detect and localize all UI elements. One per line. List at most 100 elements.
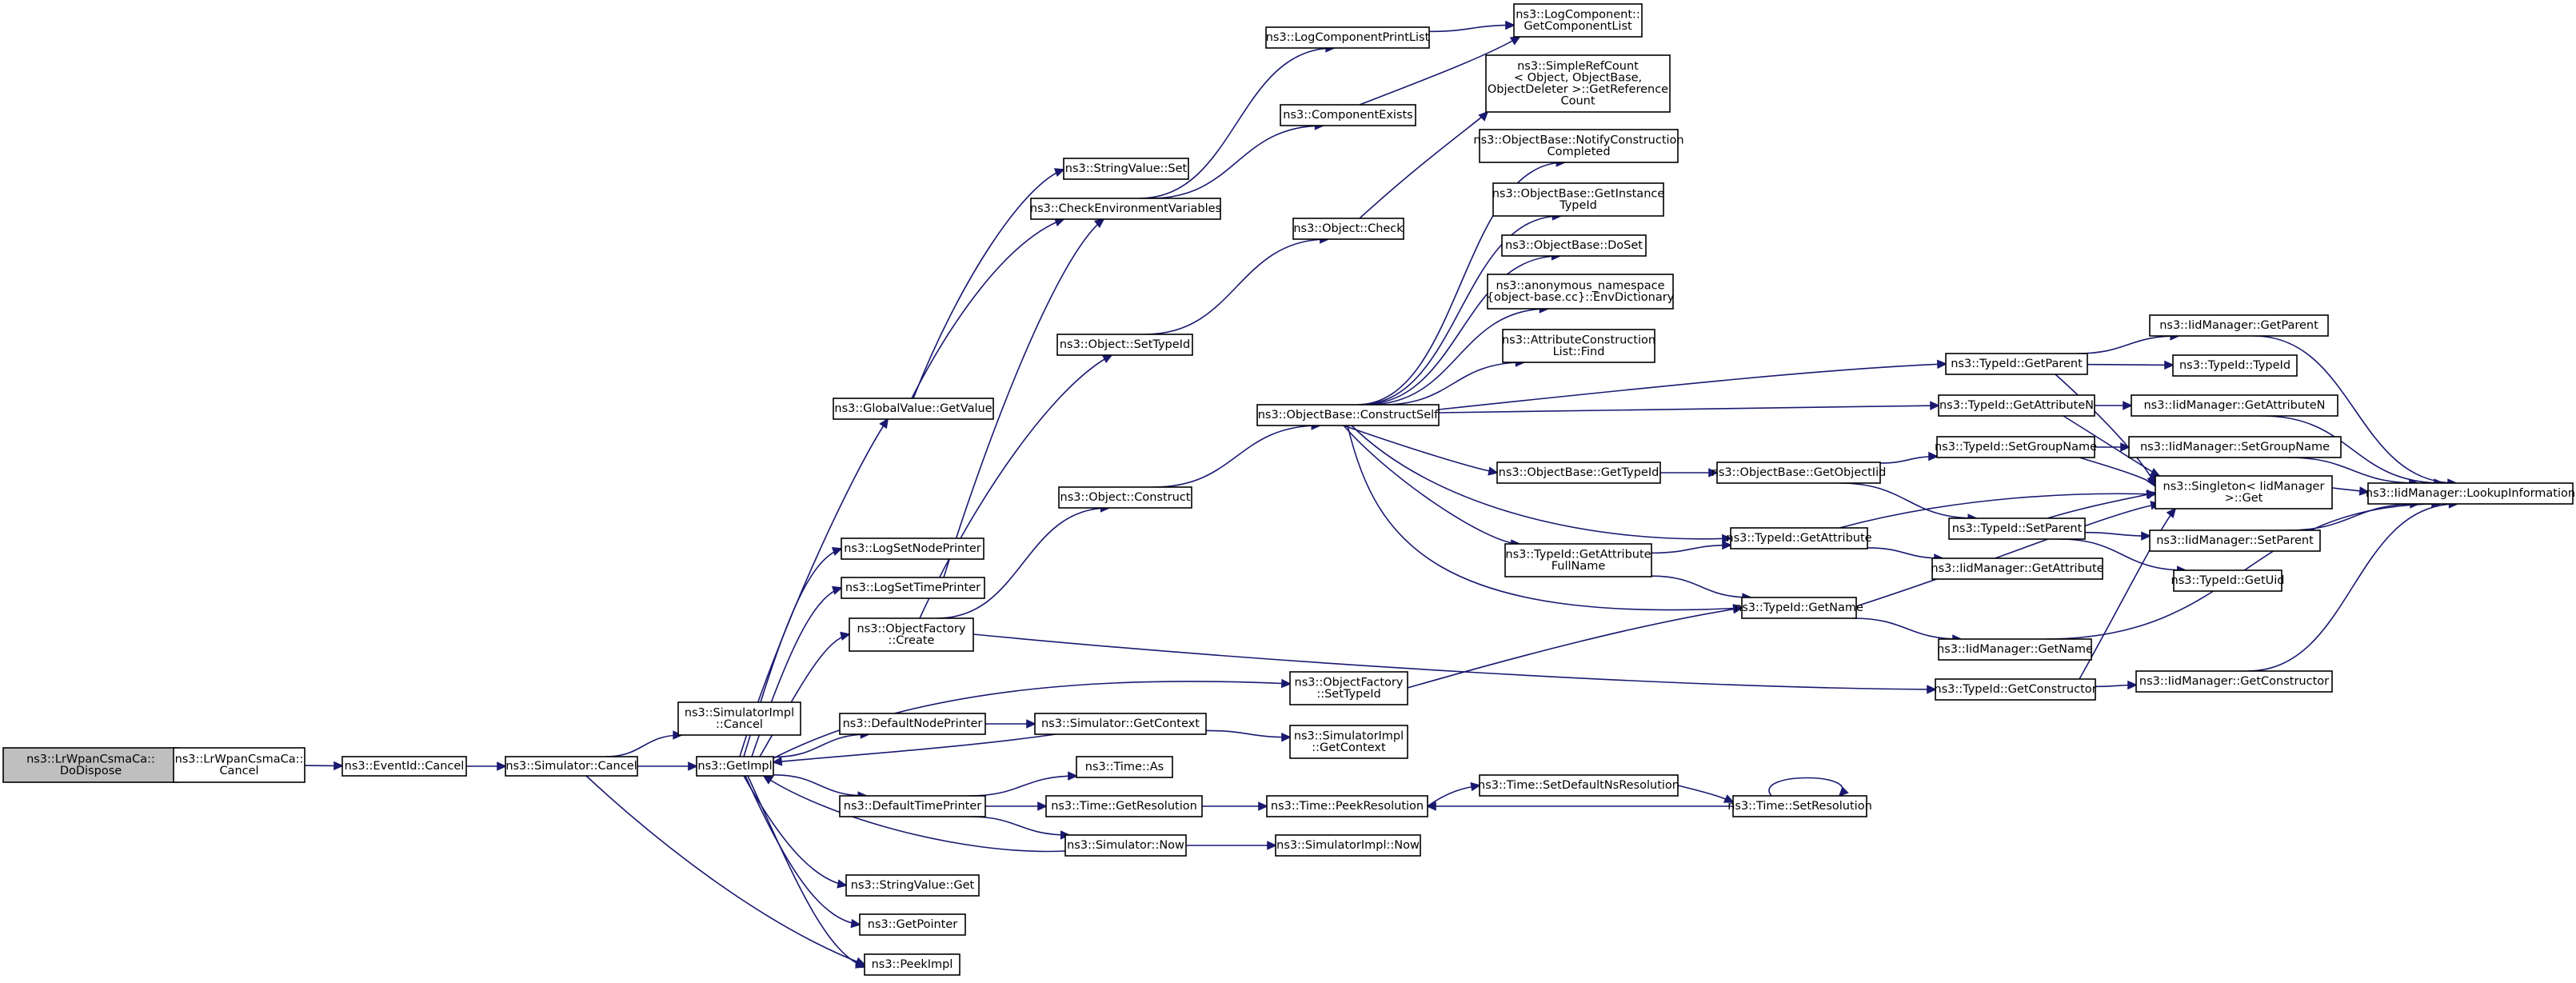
node-sim-cancel[interactable]: ns3::Simulator::Cancel	[505, 756, 638, 777]
node-time-setres[interactable]: ns3::Time::SetResolution	[1727, 795, 1872, 817]
edge-time_setdefaultns-to-time_setres	[1677, 785, 1735, 803]
node-ob-doset[interactable]: ns3::ObjectBase::DoSet	[1501, 234, 1647, 257]
node-simimpl-cancel[interactable]: ns3::SimulatorImpl::Cancel	[677, 701, 801, 736]
edge-tid_setparent-to-singleton_get	[2047, 490, 2157, 519]
arrowhead-icon	[1488, 466, 1499, 476]
node-label: ns3::IidManager::LookupInformation	[2366, 487, 2575, 500]
edge-line	[605, 734, 682, 757]
edge-gv_getvalue-to-checkenv	[911, 218, 1065, 399]
node-box	[2128, 436, 2342, 458]
node-singleton-get[interactable]: ns3::Singleton< IidManager>::Get	[2155, 475, 2333, 509]
node-obj-check[interactable]: ns3::Object::Check	[1292, 218, 1404, 240]
node-iid-setparent[interactable]: ns3::IidManager::SetParent	[2149, 529, 2321, 552]
node-ob-gettypeid[interactable]: ns3::ObjectBase::GetTypeId	[1496, 462, 1661, 484]
node-label: ns3::Time::As	[1085, 761, 1164, 773]
node-getimpl[interactable]: ns3::GetImpl	[696, 756, 774, 777]
node-iid-lookup[interactable]: ns3::IidManager::LookupInformation	[2366, 482, 2575, 505]
node-logcomp-getlist[interactable]: ns3::LogComponent::GetComponentList	[1513, 3, 1643, 38]
edge-line	[943, 218, 1104, 578]
node-deftimeprinter[interactable]: ns3::DefaultTimePrinter	[839, 795, 986, 817]
node-checkenv[interactable]: ns3::CheckEnvironmentVariables	[1030, 198, 1221, 220]
node-root[interactable]: ns3::LrWpanCsmaCa::DoDispose	[2, 747, 179, 783]
node-box	[1058, 486, 1192, 509]
edge-sim_now-to-simimpl_now	[1186, 841, 1277, 850]
node-sim-getcontext[interactable]: ns3::Simulator::GetContext	[1034, 713, 1207, 735]
edge-tid_setgroupname-to-iid_setgroupname	[2094, 442, 2131, 452]
node-obj-settypeid[interactable]: ns3::Object::SetTypeId	[1056, 334, 1193, 356]
node-ob-constructself[interactable]: ns3::ObjectBase::ConstructSelf	[1256, 404, 1440, 426]
edge-line	[911, 218, 1064, 399]
edge-line	[1139, 47, 1335, 199]
node-tid-getattrn[interactable]: ns3::TypeId::GetAttributeN	[1938, 394, 2095, 417]
node-label: {object-base.cc}::EnvDictionary	[1487, 291, 1675, 304]
arrowhead-icon	[1426, 801, 1436, 811]
node-logsettime[interactable]: ns3::LogSetTimePrinter	[841, 577, 985, 599]
edge-tid_getattribute-to-iid_getattribute	[1867, 547, 1945, 563]
node-ob-getobjectiid[interactable]: ns3::ObjectBase::GetObjectIid	[1711, 462, 1887, 484]
node-tid-setparent[interactable]: ns3::TypeId::SetParent	[1948, 517, 2086, 540]
node-iid-setgroupname[interactable]: ns3::IidManager::SetGroupName	[2128, 436, 2342, 458]
node-defnodeprinter[interactable]: ns3::DefaultNodePrinter	[839, 713, 986, 735]
edge-line	[919, 354, 1112, 619]
node-time-getres[interactable]: ns3::Time::GetResolution	[1045, 795, 1203, 817]
node-obj-construct[interactable]: ns3::Object::Construct	[1058, 486, 1192, 509]
node-label: ns3::Simulator::GetContext	[1041, 717, 1200, 730]
node-anon-envdict[interactable]: ns3::anonymous_namespace{object-base.cc}…	[1487, 274, 1675, 310]
node-tid-getuid[interactable]: ns3::TypeId::GetUid	[2171, 569, 2285, 592]
node-cancel[interactable]: ns3::LrWpanCsmaCa::Cancel	[173, 747, 306, 783]
node-tid-getname[interactable]: ns3::TypeId::GetName	[1735, 597, 1863, 619]
node-tid-typeid[interactable]: ns3::TypeId::TypeId	[2172, 354, 2298, 377]
node-time-peekres[interactable]: ns3::Time::PeekResolution	[1266, 795, 1428, 817]
node-logsetnode[interactable]: ns3::LogSetNodePrinter	[841, 537, 984, 560]
node-iid-getname[interactable]: ns3::IidManager::GetName	[1937, 638, 2093, 661]
node-tid-setgroupname[interactable]: ns3::TypeId::SetGroupName	[1935, 436, 2097, 458]
node-sv-set[interactable]: ns3::StringValue::Set	[1063, 158, 1189, 180]
node-box	[2149, 314, 2329, 337]
edge-getimpl-to-of_settypeid	[773, 678, 1292, 759]
node-iid-getparent[interactable]: ns3::IidManager::GetParent	[2149, 314, 2329, 337]
node-simplerefcount[interactable]: ns3::SimpleRefCount< Object, ObjectBase,…	[1485, 54, 1671, 113]
node-gv-getvalue[interactable]: ns3::GlobalValue::GetValue	[833, 398, 994, 420]
node-eventid-cancel[interactable]: ns3::EventId::Cancel	[341, 756, 467, 777]
node-tid-getparent[interactable]: ns3::TypeId::GetParent	[1945, 353, 2088, 375]
node-tid-getattribute[interactable]: ns3::TypeId::GetAttribute	[1726, 527, 1872, 549]
node-getpointer[interactable]: ns3::GetPointer	[859, 913, 966, 936]
edge-line	[1359, 215, 1561, 406]
node-of-create[interactable]: ns3::ObjectFactory::Create	[849, 617, 974, 652]
edge-line	[2287, 457, 2418, 484]
node-of-settypeid[interactable]: ns3::ObjectFactory::SetTypeId	[1289, 671, 1408, 705]
edge-line	[1356, 162, 1565, 406]
node-box	[841, 537, 984, 560]
node-sim-now[interactable]: ns3::Simulator::Now	[1064, 834, 1187, 857]
node-time-setdefaultns[interactable]: ns3::Time::SetDefaultNsResolution	[1478, 774, 1679, 797]
node-compexists[interactable]: ns3::ComponentExists	[1280, 104, 1416, 126]
edge-obj_settypeid-to-obj_check	[1144, 234, 1330, 335]
node-sv-get[interactable]: ns3::StringValue::Get	[845, 874, 980, 897]
node-tid-getconstructor[interactable]: ns3::TypeId::GetConstructor	[1934, 678, 2097, 701]
node-simimpl-now[interactable]: ns3::SimulatorImpl::Now	[1275, 834, 1421, 857]
node-box	[1266, 795, 1428, 817]
node-time-as[interactable]: ns3::Time::As	[1076, 756, 1173, 778]
arrowhead-icon	[2166, 507, 2177, 518]
node-iid-getconstructor[interactable]: ns3::IidManager::GetConstructor	[2135, 670, 2333, 693]
edge-tid_getattrfullname-to-tid_getattribute	[1651, 540, 1732, 554]
node-iid-getattrn[interactable]: ns3::IidManager::GetAttributeN	[2131, 394, 2338, 417]
node-label: ns3::TypeId::GetConstructor	[1934, 683, 2096, 696]
node-box	[1030, 198, 1221, 220]
node-iid-getattribute[interactable]: ns3::IidManager::GetAttribute	[1931, 557, 2104, 580]
arrowhead-icon	[772, 757, 783, 766]
node-peekimpl[interactable]: ns3::PeekImpl	[864, 953, 961, 976]
edge-sim_getcontext-to-getimpl	[772, 733, 1056, 766]
edge-tid_getparent-to-singleton_get	[2055, 374, 2157, 486]
arrowhead-icon	[1068, 771, 1078, 781]
arrowhead-icon	[1838, 786, 1849, 797]
edge-line	[913, 169, 1064, 399]
edge-line	[585, 775, 865, 965]
node-logcomp-print[interactable]: ns3::LogComponentPrintList	[1265, 26, 1430, 49]
node-ob-notify[interactable]: ns3::ObjectBase::NotifyConstructionCompl…	[1473, 129, 1684, 163]
node-simimpl-getcontext[interactable]: ns3::SimulatorImpl::GetContext	[1289, 725, 1408, 759]
arrowhead-icon	[333, 761, 344, 771]
